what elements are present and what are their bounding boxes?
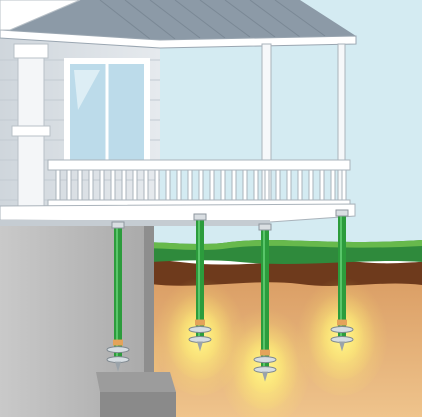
baluster (286, 169, 292, 201)
helical-piers (106, 209, 354, 382)
pier-coupling (113, 339, 123, 346)
baluster (319, 169, 325, 201)
pier-highlight (340, 214, 342, 340)
baluster (77, 169, 83, 201)
foundation-shadow (144, 215, 154, 417)
pier-bracket (111, 221, 125, 229)
baluster (264, 169, 270, 201)
baluster (143, 169, 149, 201)
baluster (121, 169, 127, 201)
baluster (253, 169, 259, 201)
helix-plate (330, 326, 354, 334)
baluster (88, 169, 94, 201)
baluster (308, 169, 314, 201)
footing-face (100, 392, 176, 417)
roof (0, 0, 357, 49)
baluster (132, 169, 138, 201)
helix-plate (188, 326, 212, 334)
pier-tip (197, 341, 203, 352)
pier-highlight (198, 218, 200, 340)
baluster (99, 169, 105, 201)
baluster (187, 169, 193, 201)
baluster (330, 169, 336, 201)
porch (0, 43, 356, 226)
pier-bracket (335, 209, 349, 217)
baluster (341, 169, 347, 201)
baluster (165, 169, 171, 201)
baluster (209, 169, 215, 201)
house-foundation (0, 215, 176, 417)
porch-deck-shadow (0, 220, 270, 226)
baluster (55, 169, 61, 201)
pier-highlight (263, 228, 265, 370)
baluster (198, 169, 204, 201)
baluster (231, 169, 237, 201)
pier-bracket (258, 223, 272, 231)
pier-1 (106, 221, 130, 372)
pier-coupling (195, 319, 205, 326)
pier-4 (330, 209, 354, 352)
baluster (176, 169, 182, 201)
pier-3 (253, 223, 277, 382)
roof-lines (99, 0, 326, 40)
pier-tip (262, 371, 268, 382)
pier-coupling (260, 349, 270, 356)
window (64, 58, 150, 170)
porch-deck (0, 203, 356, 223)
baluster (297, 169, 303, 201)
baluster (220, 169, 226, 201)
footing (96, 372, 176, 392)
pier-tip (339, 341, 345, 352)
porch-balusters (55, 169, 347, 201)
pier-bracket (193, 213, 207, 221)
gable (0, 0, 81, 31)
porch-column (11, 43, 51, 209)
helix-plate (106, 346, 130, 354)
helix-plate (253, 356, 277, 364)
roof-shingles (0, 0, 356, 40)
baluster (275, 169, 281, 201)
pier-2 (188, 213, 212, 352)
pier-tip (115, 361, 121, 372)
pier-coupling (337, 319, 347, 326)
baluster (154, 169, 160, 201)
baluster (242, 169, 248, 201)
pier-highlight (116, 226, 118, 360)
baluster (66, 169, 72, 201)
baluster (110, 169, 116, 201)
porch-rail-top (47, 159, 351, 171)
